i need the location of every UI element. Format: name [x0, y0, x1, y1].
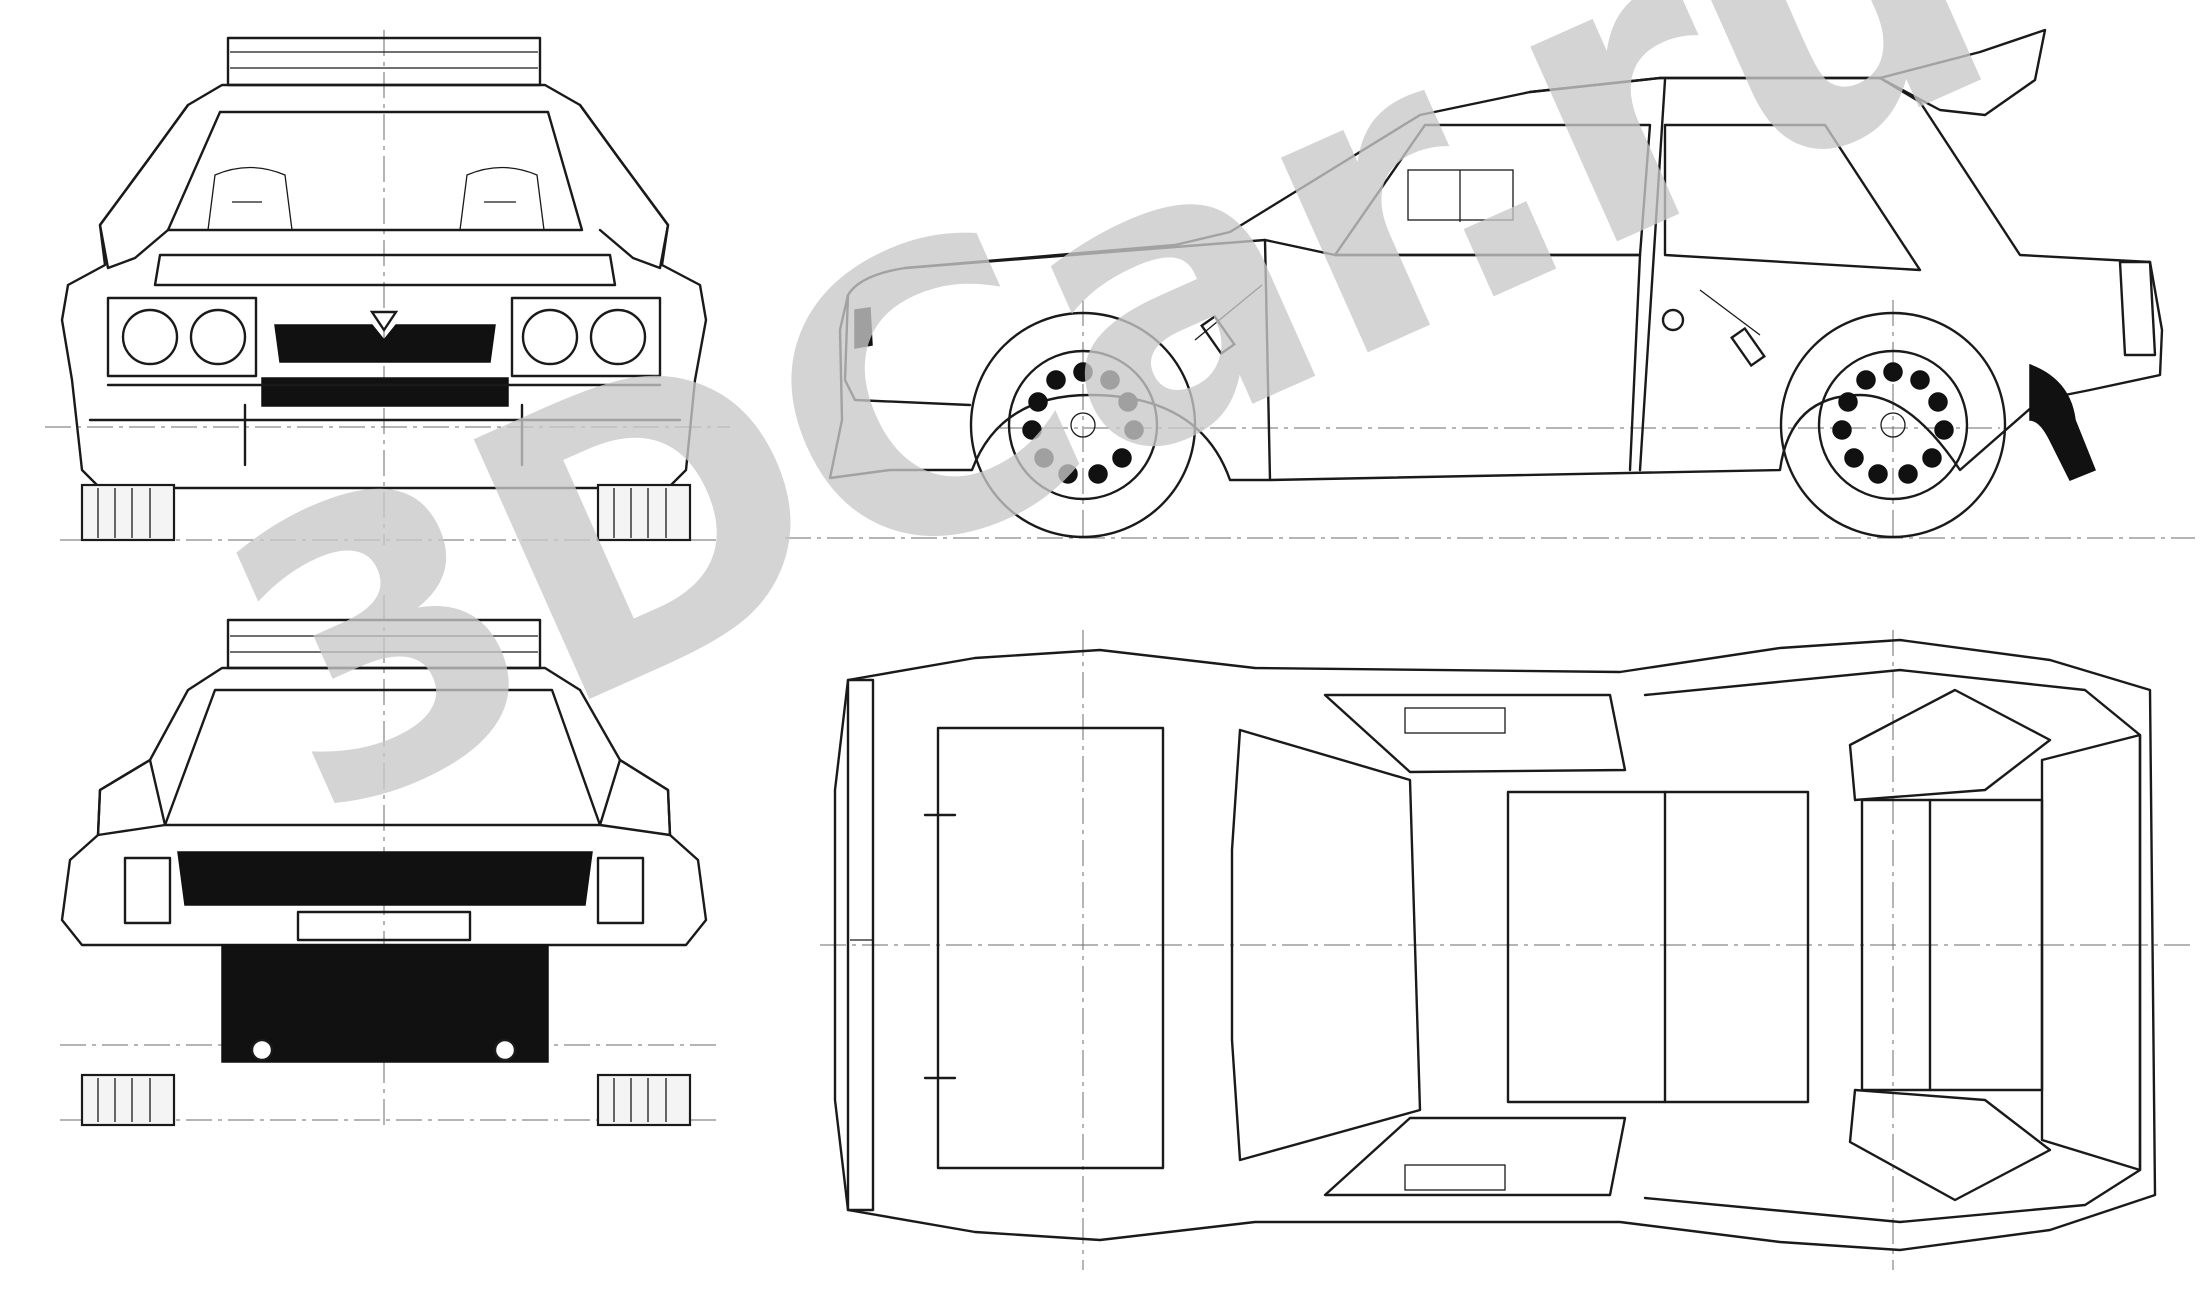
top-left-window: [1323, 693, 1627, 774]
rear-black-panel: [177, 851, 593, 906]
right-headlight-inner: [521, 308, 579, 366]
top-body-outline: [833, 638, 2157, 1252]
right-headlight-outer: [589, 308, 647, 366]
top-view: [820, 630, 2190, 1270]
rear-window: [163, 688, 602, 827]
rear-right-tyre: [596, 1073, 692, 1127]
top-right-window: [1323, 1116, 1627, 1197]
left-headlight-inner: [189, 308, 247, 366]
rear-diffuser: [221, 944, 549, 1063]
side-window-front: [1333, 123, 1652, 257]
rear-left-lamp: [123, 856, 172, 925]
front-grille: [274, 324, 496, 363]
top-hood-panel: [936, 726, 1165, 1170]
front-plate: [261, 377, 509, 407]
rear-right-lamp: [596, 856, 645, 925]
front-left-seat: [207, 166, 293, 231]
fuel-cap: [1661, 308, 1685, 332]
side-body-outline: [828, 76, 2164, 482]
side-exhaust: [2029, 363, 2096, 481]
front-badge: [369, 310, 399, 333]
rear-plate: [296, 910, 472, 942]
side-rear-wheel: [1779, 311, 2007, 539]
side-front-wheel: [969, 311, 1197, 539]
top-wing-right: [1848, 1088, 2052, 1202]
front-right-tyre: [596, 483, 692, 542]
top-roof: [1506, 790, 1810, 1104]
front-right-seat: [459, 166, 545, 231]
front-left-tyre: [80, 483, 176, 542]
side-tail-lamp: [2118, 260, 2157, 357]
left-headlight-outer: [121, 308, 179, 366]
rear-view: [60, 595, 720, 1127]
side-front-lamp: [854, 307, 873, 349]
front-view: [45, 30, 730, 545]
side-door: [1263, 238, 1642, 482]
rear-wing: [1878, 28, 2047, 117]
front-windshield: [166, 110, 584, 232]
top-windshield: [1230, 728, 1422, 1162]
side-view: [785, 28, 2195, 540]
rear-left-tyre: [80, 1073, 176, 1127]
front-right-lamp-panel: [510, 296, 662, 378]
top-wing-left: [1848, 688, 2052, 802]
side-window-rear: [1663, 123, 1922, 272]
front-left-lamp-panel: [106, 296, 258, 378]
